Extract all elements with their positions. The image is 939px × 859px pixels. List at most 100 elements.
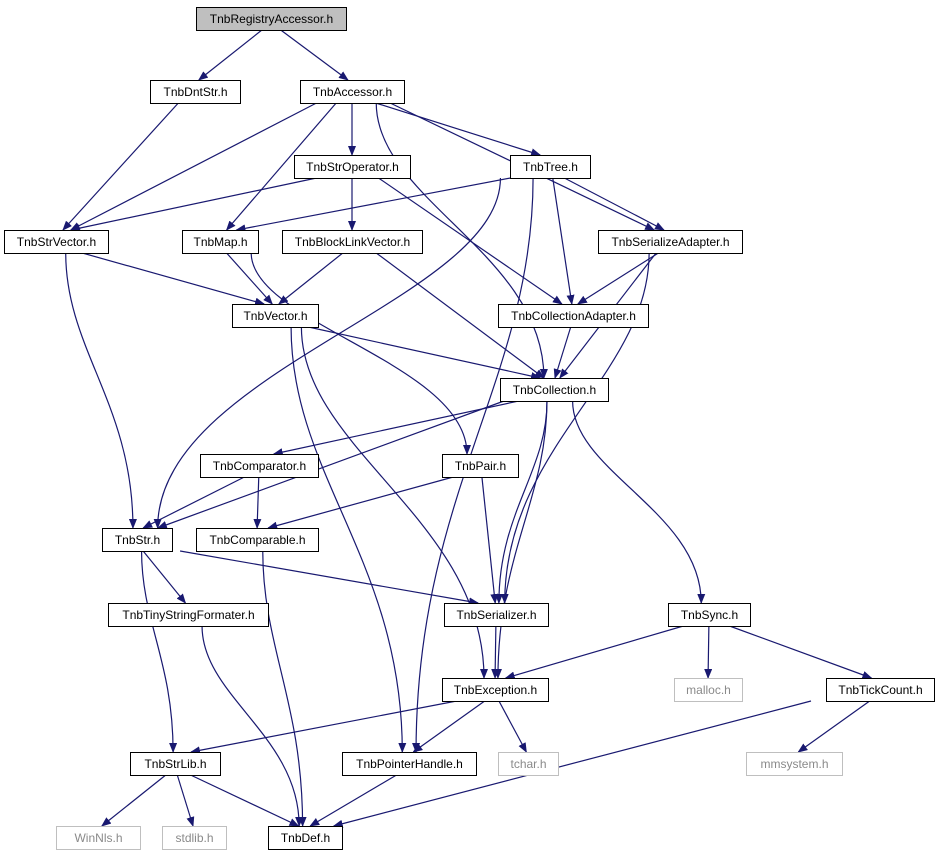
edge-tnb-collection-adapter-to-tnb-collection <box>553 326 572 379</box>
node-tnb-str[interactable]: TnbStr.h <box>102 528 173 552</box>
node-box <box>500 378 609 402</box>
node-tnb-vector[interactable]: TnbVector.h <box>232 304 319 328</box>
edge-tnb-comparator-to-tnb-comparable <box>253 476 262 529</box>
node-tnb-map[interactable]: TnbMap.h <box>182 230 259 254</box>
edge-tnb-tree-to-tnb-pointer-handle <box>412 177 534 753</box>
node-tnb-tree[interactable]: TnbTree.h <box>510 155 591 179</box>
edge-tnb-exception-to-tchar <box>498 700 527 753</box>
node-tnb-registry-accessor[interactable]: TnbRegistryAccessor.h <box>196 7 347 31</box>
edge-tnb-tree-to-tnb-serialize-adapter <box>564 177 665 231</box>
node-box <box>668 603 751 627</box>
node-tnb-comparator[interactable]: TnbComparator.h <box>200 454 319 478</box>
dependency-edges <box>62 29 873 828</box>
edge-tnb-collection-to-tnb-serializer <box>494 400 548 604</box>
node-label: TnbCollectionAdapter.h <box>511 309 636 323</box>
node-label: TnbPointerHandle.h <box>356 757 463 771</box>
node-box <box>196 7 347 31</box>
node-label: TnbMap.h <box>193 235 247 249</box>
node-tnb-tick-count[interactable]: TnbTickCount.h <box>826 678 935 702</box>
node-box <box>342 752 477 776</box>
node-stdlib: stdlib.h <box>162 826 227 850</box>
edge-tnb-comparable-to-tnb-def <box>262 550 307 827</box>
node-label: TnbSync.h <box>681 608 738 622</box>
edge-tnb-str-to-tnb-serializer <box>179 550 480 606</box>
node-box <box>200 454 319 478</box>
node-tnb-str-lib[interactable]: TnbStrLib.h <box>130 752 221 776</box>
edge-tnb-sync-to-tnb-tick-count <box>729 625 873 679</box>
node-label: TnbDntStr.h <box>163 85 227 99</box>
node-box <box>102 528 173 552</box>
edge-tnb-tree-to-tnb-collection-adapter <box>552 177 575 305</box>
node-label: TnbPair.h <box>455 459 506 473</box>
edge-tnb-accessor-to-tnb-str-vector <box>69 102 317 231</box>
node-box <box>282 230 423 254</box>
node-box <box>442 454 519 478</box>
edge-tnb-comparator-to-tnb-str <box>142 476 245 529</box>
edge-tnb-pair-to-tnb-comparable <box>267 476 454 530</box>
edge-tnb-tick-count-to-mmsystem <box>797 700 871 753</box>
node-box <box>268 826 343 850</box>
edge-tnb-str-operator-to-tnb-str-vector <box>69 177 317 233</box>
node-box <box>162 826 227 850</box>
node-box <box>746 752 843 776</box>
node-tnb-sync[interactable]: TnbSync.h <box>668 603 751 627</box>
edge-tnb-str-lib-to-win-nls <box>101 774 167 827</box>
node-box <box>56 826 141 850</box>
edge-tnb-str-vector-to-tnb-vector <box>82 252 266 306</box>
node-tnb-dnt-str[interactable]: TnbDntStr.h <box>150 80 241 104</box>
node-box <box>130 752 221 776</box>
node-tnb-serialize-adapter[interactable]: TnbSerializeAdapter.h <box>598 230 743 254</box>
edge-tnb-accessor-to-tnb-map <box>225 102 337 231</box>
edge-tnb-dnt-str-to-tnb-str-vector <box>62 102 179 231</box>
node-tnb-str-vector[interactable]: TnbStrVector.h <box>4 230 109 254</box>
node-label: TnbComparable.h <box>209 533 305 547</box>
node-tnb-exception[interactable]: TnbException.h <box>442 678 549 702</box>
edge-tnb-vector-to-tnb-collection <box>308 326 542 380</box>
node-box <box>182 230 259 254</box>
edge-tnb-tree-to-tnb-str <box>153 177 502 529</box>
node-tnb-tiny-string-formater[interactable]: TnbTinyStringFormater.h <box>108 603 269 627</box>
node-box <box>498 752 559 776</box>
node-box <box>294 155 411 179</box>
node-label: TnbTickCount.h <box>838 683 922 697</box>
edge-tnb-sync-to-malloc <box>704 625 713 679</box>
edge-tnb-block-link-vector-to-tnb-vector <box>278 252 344 305</box>
node-mmsystem: mmsystem.h <box>746 752 843 776</box>
edge-tnb-accessor-to-tnb-tree <box>375 102 542 157</box>
node-label: TnbTinyStringFormater.h <box>122 608 254 622</box>
node-tnb-collection[interactable]: TnbCollection.h <box>500 378 609 402</box>
node-label: TnbRegistryAccessor.h <box>210 12 333 26</box>
node-tnb-accessor[interactable]: TnbAccessor.h <box>300 80 405 104</box>
node-tnb-collection-adapter[interactable]: TnbCollectionAdapter.h <box>498 304 649 328</box>
edge-tnb-collection-to-tnb-str <box>156 400 505 529</box>
node-tnb-def[interactable]: TnbDef.h <box>268 826 343 850</box>
node-label: TnbAccessor.h <box>313 85 392 99</box>
edge-tnb-pair-to-tnb-serializer <box>481 476 499 604</box>
node-label: TnbSerializeAdapter.h <box>611 235 729 249</box>
node-box <box>826 678 935 702</box>
node-tnb-pair[interactable]: TnbPair.h <box>442 454 519 478</box>
node-box <box>150 80 241 104</box>
edge-tnb-tick-count-to-tnb-def <box>332 700 812 828</box>
node-tnb-pointer-handle[interactable]: TnbPointerHandle.h <box>342 752 477 776</box>
edge-tnb-str-to-tnb-tiny-string-formater <box>142 550 187 604</box>
node-label: TnbStrVector.h <box>17 235 96 249</box>
node-box <box>4 230 109 254</box>
edge-tnb-pointer-handle-to-tnb-def <box>309 774 397 827</box>
node-tnb-str-operator[interactable]: TnbStrOperator.h <box>294 155 411 179</box>
node-label: TnbException.h <box>454 683 537 697</box>
edge-tnb-accessor-to-tnb-collection <box>375 102 548 379</box>
node-label: stdlib.h <box>175 831 213 845</box>
edge-tnb-block-link-vector-to-tnb-collection <box>375 252 545 379</box>
node-tnb-comparable[interactable]: TnbComparable.h <box>196 528 319 552</box>
edge-tnb-registry-accessor-to-tnb-dnt-str <box>198 29 263 81</box>
edge-tnb-exception-to-tnb-str-lib <box>190 700 457 755</box>
edge-tnb-sync-to-tnb-exception <box>504 625 684 680</box>
node-label: TnbStrLib.h <box>144 757 206 771</box>
node-tnb-serializer[interactable]: TnbSerializer.h <box>444 603 549 627</box>
node-malloc: malloc.h <box>674 678 743 702</box>
node-label: TnbStrOperator.h <box>306 160 399 174</box>
node-label: TnbCollection.h <box>513 383 596 397</box>
node-tnb-block-link-vector[interactable]: TnbBlockLinkVector.h <box>282 230 423 254</box>
